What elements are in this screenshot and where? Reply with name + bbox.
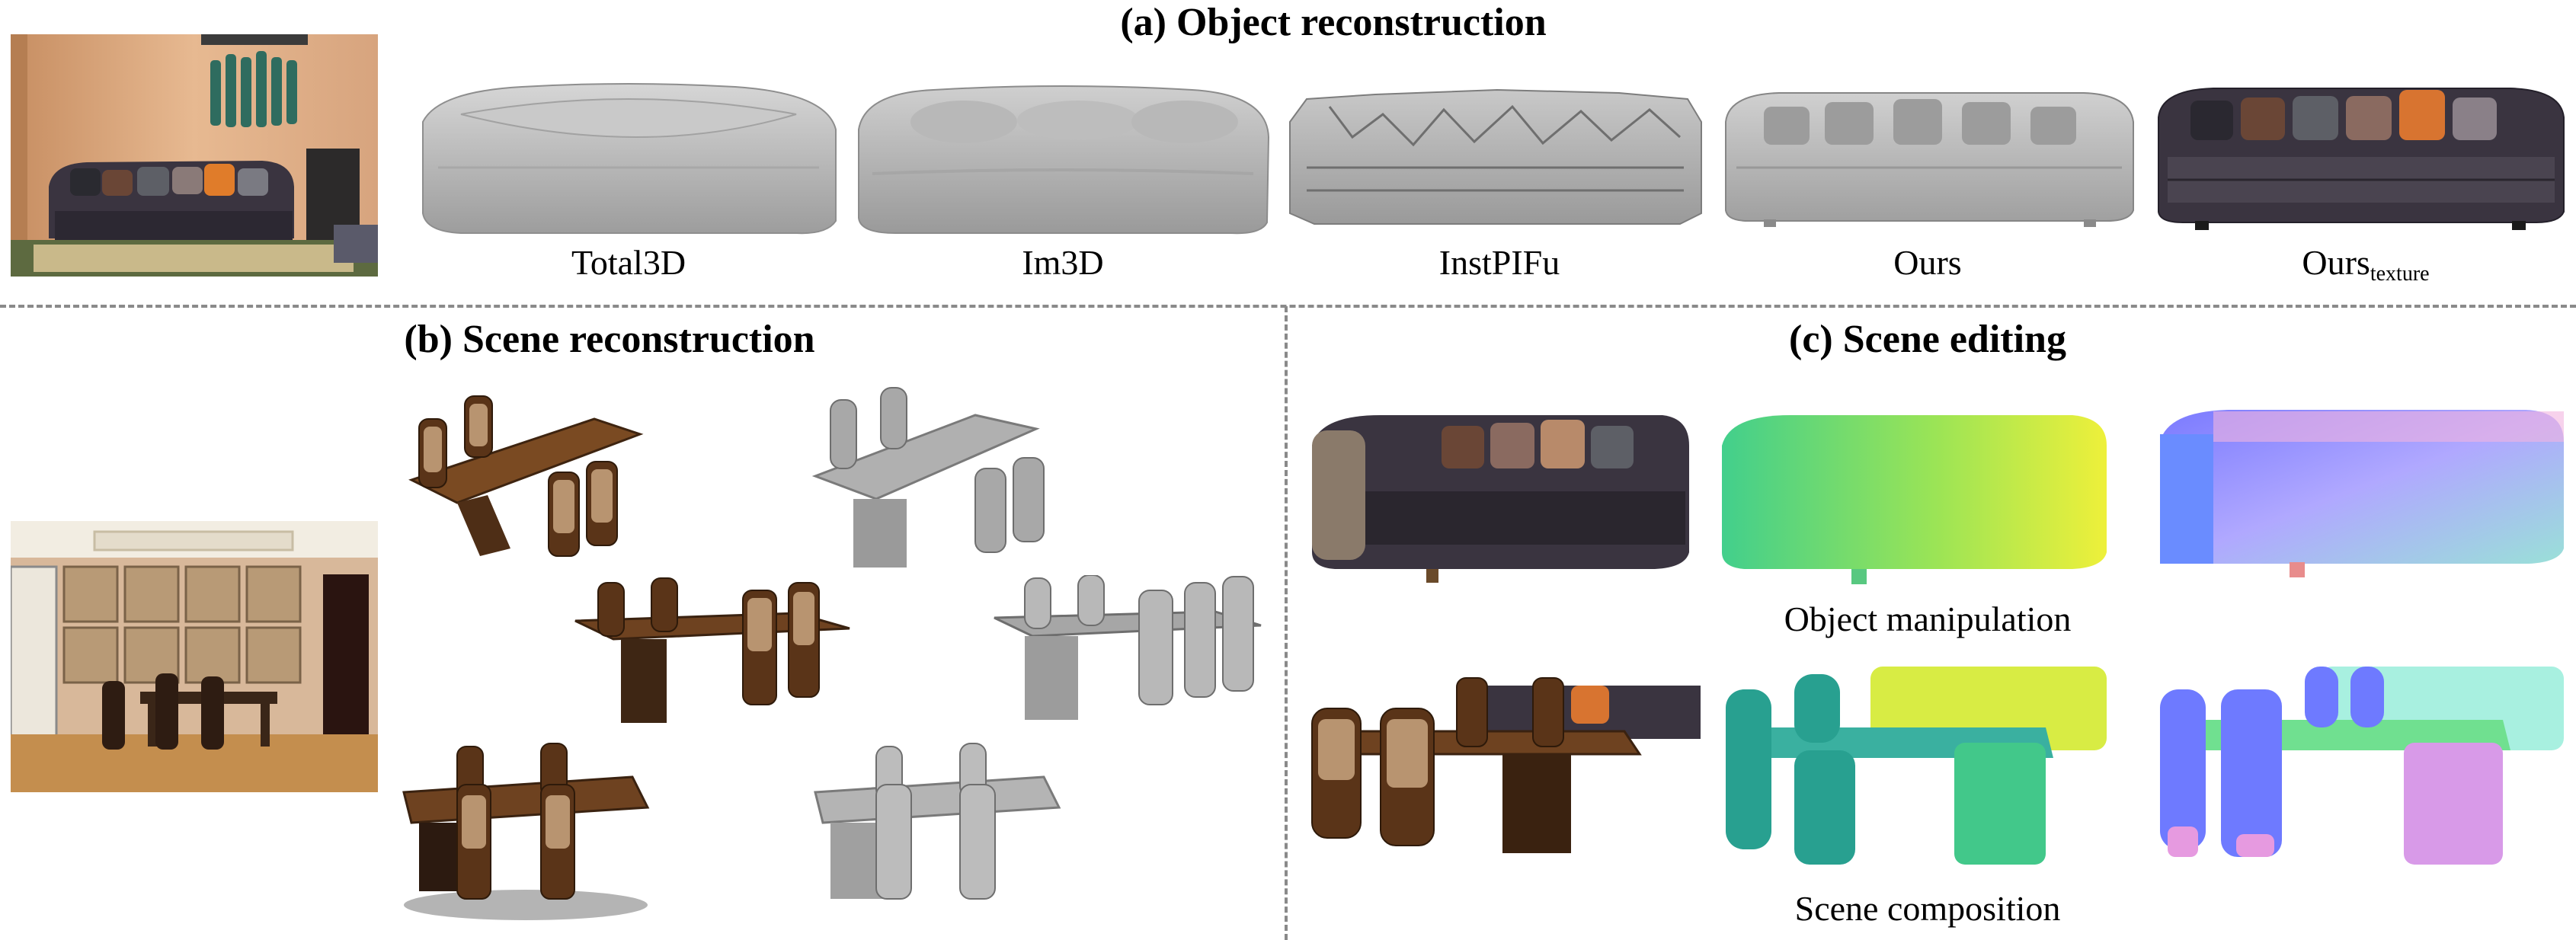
label-ours-texture: Ourstexture xyxy=(2274,242,2457,286)
dining-mesh-2 xyxy=(994,575,1262,720)
sofa-mesh-im3d xyxy=(858,85,1270,235)
label-ours-texture-base: Ours xyxy=(2302,243,2370,282)
sofa-mesh-total3d xyxy=(422,83,837,235)
dining-room-photo xyxy=(11,521,378,792)
composition-rgb xyxy=(1311,677,1701,853)
dining-mesh-3 xyxy=(814,743,1061,900)
panel-b-title: (b) Scene reconstruction xyxy=(404,318,815,361)
dining-textured-2 xyxy=(574,577,850,723)
label-ours-texture-sub: texture xyxy=(2370,262,2430,286)
panel-c-title: (c) Scene editing xyxy=(1789,318,2066,361)
sofa-mesh-ours xyxy=(1725,92,2134,227)
composition-normal xyxy=(2160,667,2564,865)
panel-a-title: (a) Object reconstruction xyxy=(1120,1,1547,44)
sofa-textured-ours xyxy=(2158,88,2565,230)
label-im3d: Im3D xyxy=(1022,243,1104,282)
dining-textured-3 xyxy=(402,743,650,920)
living-room-photo xyxy=(11,34,378,277)
manipulation-depth xyxy=(1722,415,2107,584)
vertical-divider xyxy=(1285,306,1288,940)
label-total3d: Total3D xyxy=(571,243,686,282)
dining-textured-1 xyxy=(408,395,644,557)
label-ours: Ours xyxy=(1893,243,1962,282)
manipulation-normal xyxy=(2160,410,2564,577)
manipulation-rgb xyxy=(1312,415,1689,583)
scene-composition-label: Scene composition xyxy=(1794,889,2061,928)
composition-depth xyxy=(1726,667,2107,865)
object-manipulation-label: Object manipulation xyxy=(1784,599,2072,638)
sofa-mesh-instpifu xyxy=(1289,88,1702,225)
label-instpifu: InstPIFu xyxy=(1438,243,1560,282)
dining-mesh-1 xyxy=(811,387,1045,568)
horizontal-divider xyxy=(0,305,2576,308)
